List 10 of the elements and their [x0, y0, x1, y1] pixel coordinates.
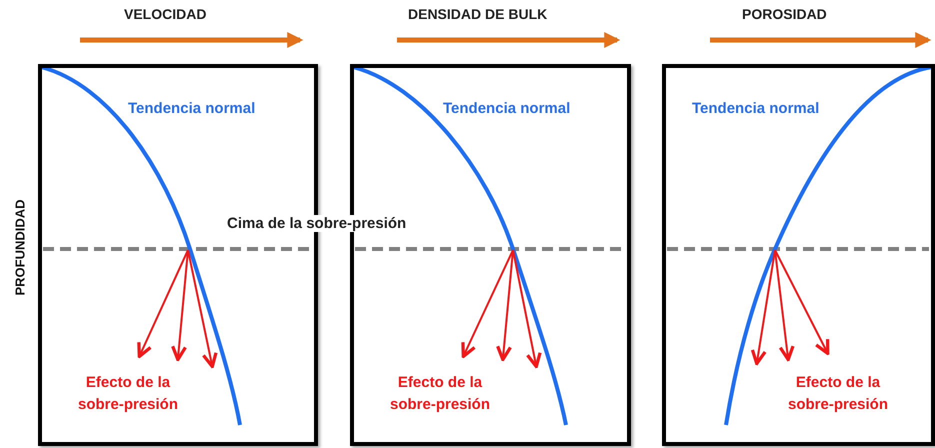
axis-label: PROFUNDIDAD — [12, 198, 28, 298]
curve-label: Tendencia normal — [692, 100, 820, 117]
panel-title: DENSIDAD DE BULK — [408, 6, 548, 22]
effect-label: Efecto de la sobre-presión — [76, 373, 180, 415]
curve-label: Tendencia normal — [128, 100, 256, 117]
panel-title: VELOCIDAD — [124, 6, 206, 22]
effect-label: Efecto de la sobre-presión — [786, 373, 890, 415]
curve-label: Tendencia normal — [443, 100, 570, 117]
effect-label: Efecto de la sobre-presión — [388, 373, 492, 415]
panel-title: POROSIDAD — [742, 6, 827, 22]
